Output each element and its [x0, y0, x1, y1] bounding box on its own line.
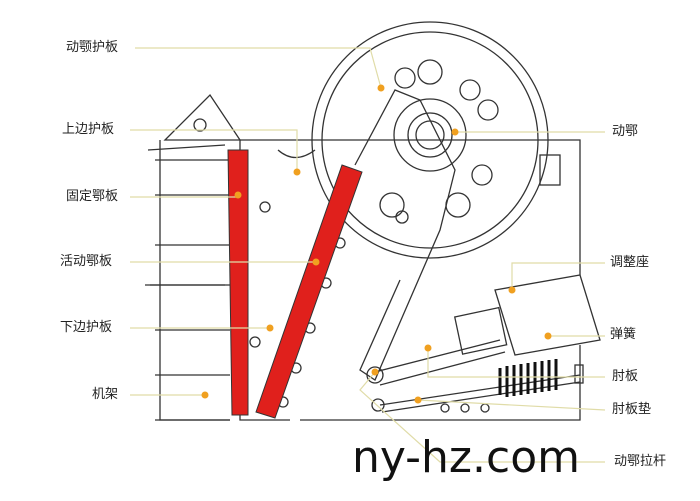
label-moving-jaw: 动鄂: [612, 124, 639, 139]
label-toggle-seat: 肘板垫: [612, 402, 652, 417]
eccentric-hub: [393, 98, 467, 172]
label-spring: 弹簧: [610, 327, 637, 342]
watermark: ny-hz.com: [352, 432, 580, 483]
label-frame: 机架: [92, 387, 119, 402]
spring: [498, 359, 558, 397]
moving-jaw-plate: [255, 164, 363, 419]
leader-lines: [130, 47, 606, 463]
toggle-plate: [374, 339, 506, 386]
label-moving-jaw-plate: 活动鄂板: [60, 254, 113, 269]
label-lower-side-guard: 下边护板: [60, 320, 113, 335]
label-pull-rod: 动鄂拉杆: [614, 454, 667, 469]
marker-dots: [201, 84, 552, 404]
moving-jaw-body: [354, 89, 456, 381]
label-moving-jaw-guard: 动颚护板: [66, 40, 119, 55]
label-upper-side-guard: 上边护板: [62, 122, 115, 137]
fixed-jaw-plate: [227, 149, 249, 416]
frame-bolts: [145, 144, 230, 421]
adjustment-seat: [494, 274, 601, 356]
label-fixed-jaw-plate: 固定鄂板: [66, 189, 119, 204]
label-toggle-plate: 肘板: [612, 369, 639, 384]
label-adjustment-seat: 调整座: [610, 255, 650, 270]
pull-rod: [379, 374, 581, 413]
